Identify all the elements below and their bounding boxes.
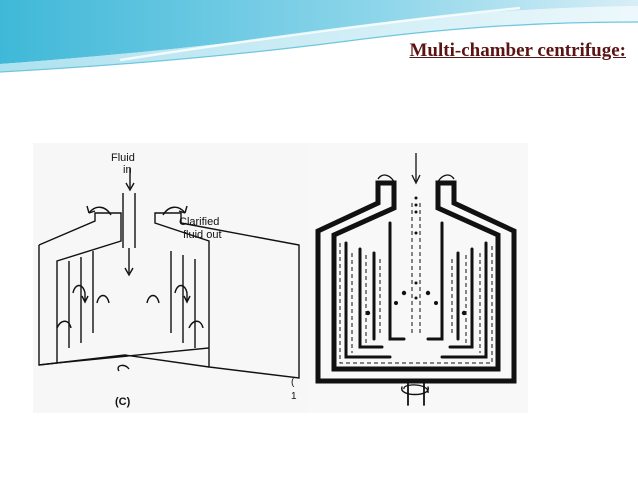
multi-chamber-centrifuge-flow-diagram [308, 143, 528, 413]
outlet-arrow-left [88, 206, 112, 216]
slide-title: Multi-chamber centrifuge: [409, 40, 626, 61]
rotation-arrow [403, 384, 429, 394]
label-clarified-line2: fluid out [183, 229, 222, 241]
outer-wall [315, 180, 517, 384]
edge-mark-1: ( [291, 377, 295, 388]
feed-tube [122, 193, 136, 248]
label-clarified-line1: Clarified [179, 216, 219, 228]
bowl-outline [38, 212, 300, 379]
edge-mark-2: 1 [291, 391, 297, 402]
outlet-arrow-right [162, 206, 186, 216]
header-wave-decoration [0, 0, 638, 73]
label-fluid-in-line1: Fluid [111, 152, 135, 164]
label-fluid-in-line2: in [123, 164, 132, 176]
caption-c: (C) [115, 396, 131, 408]
rotation-arrow [117, 364, 130, 372]
multi-chamber-centrifuge-section-diagram: Fluid in Clarified fluid out (C) ( 1 [33, 143, 308, 413]
